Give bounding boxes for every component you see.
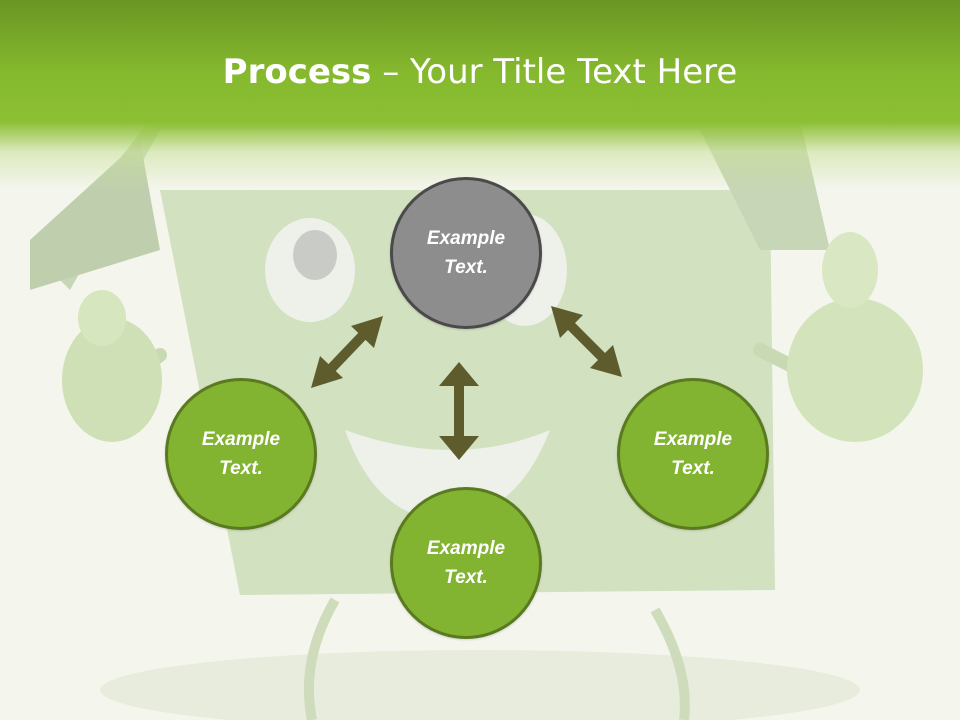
title-bold-part: Process <box>222 52 372 92</box>
left-node-label: Example Text. <box>201 429 281 479</box>
bottom-node: Example Text. <box>390 487 542 639</box>
title-rest-part: Your Title Text Here <box>410 52 738 92</box>
center-node: Example Text. <box>390 177 542 329</box>
title-dash: – <box>371 52 411 92</box>
left-node: Example Text. <box>165 378 317 530</box>
double-arrow-right <box>551 306 622 377</box>
slide-title: Process – Your Title Text Here <box>0 52 960 92</box>
double-arrow-bottom <box>439 362 479 460</box>
right-node: Example Text. <box>617 378 769 530</box>
title-banner <box>0 0 960 190</box>
double-arrow-left <box>311 316 383 388</box>
bottom-node-label: Example Text. <box>426 538 506 588</box>
right-node-label: Example Text. <box>653 429 733 479</box>
center-node-label: Example Text. <box>426 228 506 278</box>
